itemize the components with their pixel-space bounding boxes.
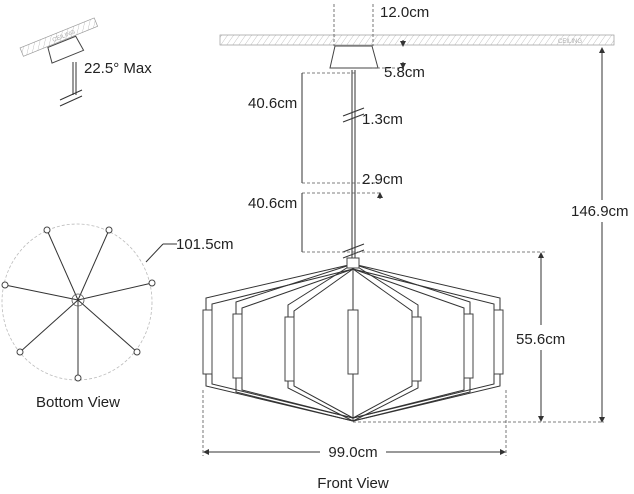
tilt-angle-label: 22.5° Max <box>84 60 152 77</box>
tilt-ceiling <box>19 17 99 57</box>
fixture-width-label: 99.0cm <box>328 444 377 461</box>
canopy-width-label: 12.0cm <box>380 4 429 21</box>
arm-end <box>133 348 141 356</box>
tilt-canopy <box>47 35 85 64</box>
stem-section-2-label: 40.6cm <box>248 195 297 212</box>
tilt-detail: CEILING <box>19 17 99 64</box>
canopy-height-label: 5.8cm <box>384 64 425 81</box>
stem-section-1-label: 40.6cm <box>248 95 297 112</box>
ceiling-label: CEILING <box>558 39 582 45</box>
tilt-stem <box>59 62 83 107</box>
front-view-fixture <box>202 257 504 422</box>
hub <box>346 257 360 269</box>
bottom-view-outline <box>1 223 153 381</box>
overall-height-label: 146.9cm <box>571 203 629 220</box>
bottom-arm <box>77 299 138 353</box>
arm-end <box>74 374 82 382</box>
frame-arm <box>352 263 419 422</box>
front-view-title: Front View <box>317 475 389 492</box>
bottom-diameter-label: 101.5cm <box>176 236 234 253</box>
bottom-arm <box>46 229 79 301</box>
center-candle-sleeve <box>347 309 359 375</box>
arm-end <box>16 348 24 356</box>
stem <box>342 70 365 262</box>
bottom-arm <box>19 299 79 353</box>
arm-end <box>105 226 113 234</box>
bottom-arm <box>4 284 79 301</box>
bottom-view-title: Bottom View <box>36 394 120 411</box>
ceiling <box>219 34 615 46</box>
canopy <box>329 45 379 69</box>
candle-sleeve <box>493 309 504 375</box>
bottom-arm <box>77 282 153 301</box>
candle-sleeve <box>463 313 474 379</box>
frame-arm <box>287 263 354 422</box>
arm-end <box>148 279 156 287</box>
bottom-arm <box>77 229 110 301</box>
fixture-height-label: 55.6cm <box>516 331 565 348</box>
candle-sleeve <box>202 309 213 375</box>
bottom-hub <box>71 293 85 307</box>
candle-sleeve <box>284 316 295 382</box>
candle-sleeve <box>232 313 243 379</box>
candle-sleeve <box>411 316 422 382</box>
arm-end <box>1 281 9 289</box>
arm-end <box>43 226 51 234</box>
stem-coupler-label: 2.9cm <box>362 171 403 188</box>
bottom-view-fixture <box>1 226 156 382</box>
stem-diameter-label: 1.3cm <box>362 111 403 128</box>
